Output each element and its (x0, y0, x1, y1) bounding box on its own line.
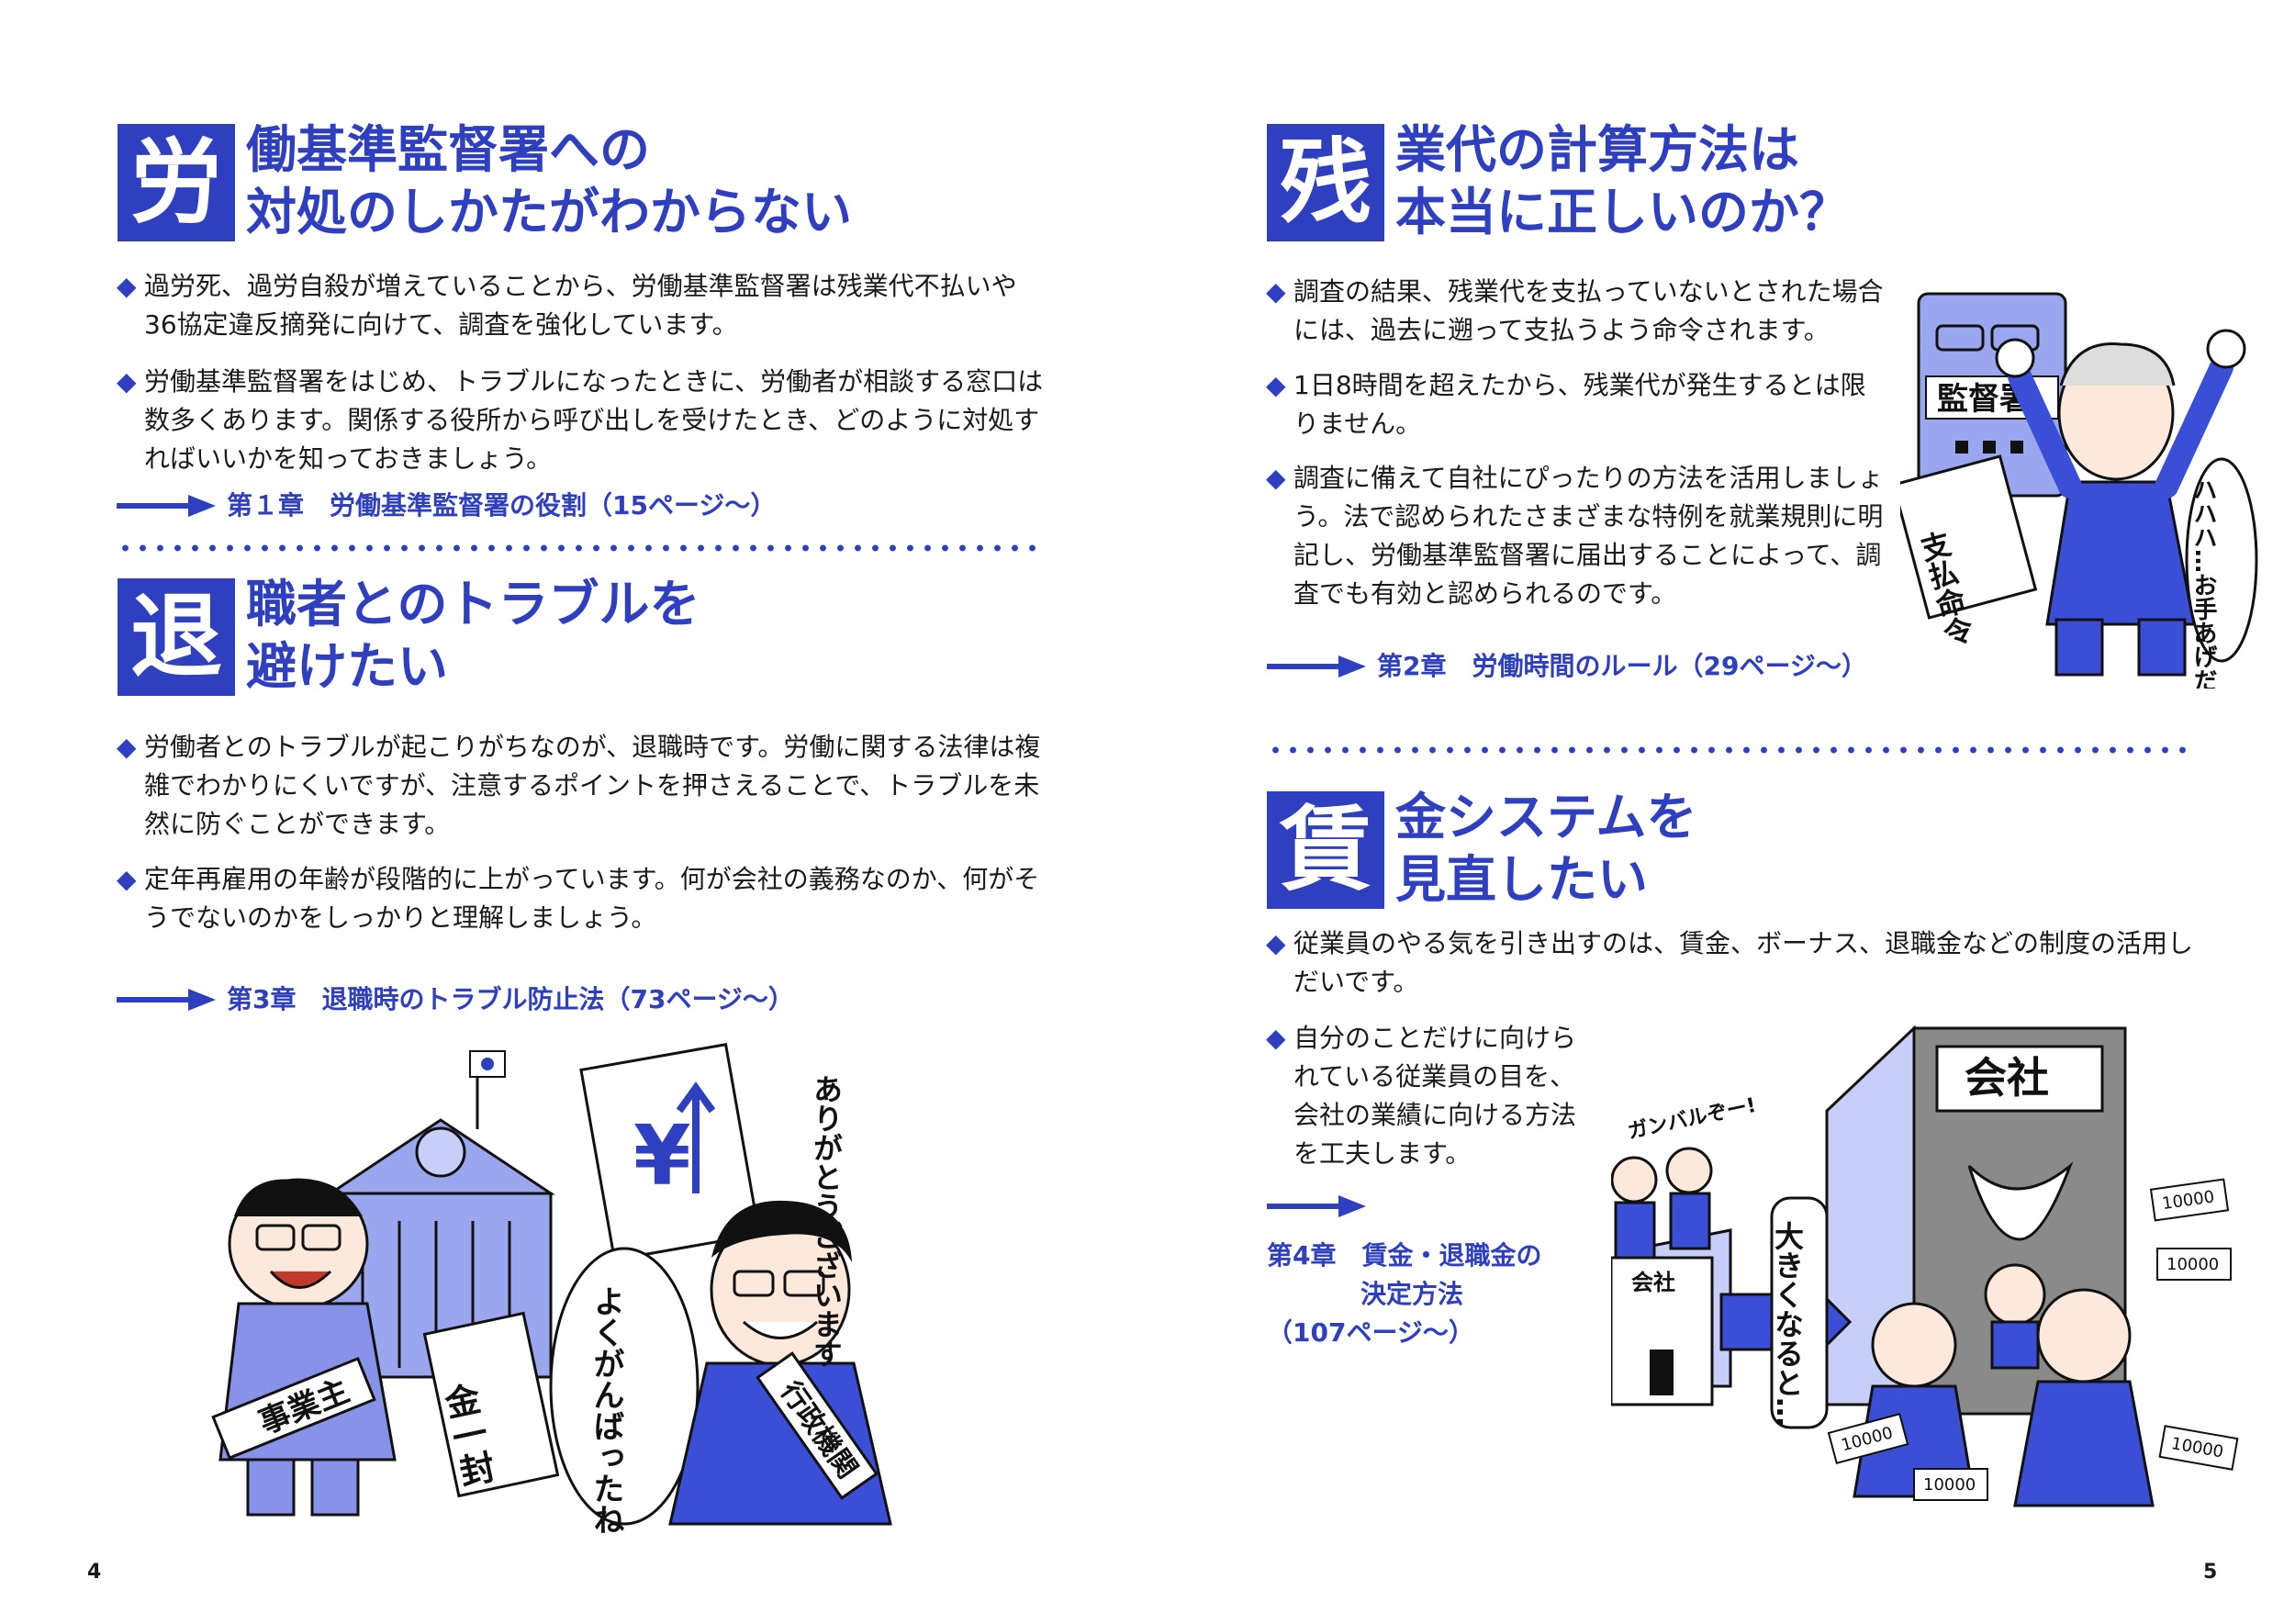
kanji-badge: 賃 (1267, 791, 1384, 909)
svg-text:¥: ¥ (633, 1108, 691, 1204)
diamond-bullet-icon: ◆ (117, 732, 137, 762)
yen-certificate-icon: ¥ (579, 1042, 761, 1262)
banknote-icon: 10000 (2149, 1178, 2230, 1222)
right-arrow-icon (117, 989, 216, 1011)
surrendering-man (1995, 329, 2246, 677)
bullet-item: ◆ 調査の結果、残業代を支払っていないとされた場合には、過去に遡って支払うよう命… (1266, 273, 1890, 350)
section-header-labor-office: 労 働基準監督署への 対処のしかたがわからない (118, 120, 1036, 241)
banknote-icon: 10000 (2158, 1425, 2239, 1471)
diamond-bullet-icon: ◆ (1266, 463, 1286, 493)
bullet-item: ◆ 従業員のやる気を引き出すのは、賃金、ボーナス、退職金などの制度の活用しだいで… (1266, 924, 2202, 1002)
diamond-bullet-icon: ◆ (117, 366, 137, 397)
svg-text:大きくなると…: 大きくなると… (1770, 1221, 1805, 1427)
bullet-item: ◆ 労働者とのトラブルが起こりがちなのが、退職時です。労働に関する法律は複雑でわ… (117, 728, 1044, 844)
bullet-item: ◆ 過労死、過労自殺が増えていることから、労働基準監督署は残業代不払いや36協定… (117, 267, 1044, 344)
diamond-bullet-icon: ◆ (117, 271, 137, 301)
right-arrow-icon (1267, 1195, 1366, 1217)
employer-character: 事業主 (211, 1178, 397, 1517)
diamond-bullet-icon: ◆ (1266, 928, 1286, 958)
kanji-badge: 退 (118, 578, 235, 696)
right-arrow-icon (1267, 655, 1366, 678)
banknote-icon: 10000 (2156, 1248, 2232, 1281)
banknote-icon: 10000 (1913, 1468, 1988, 1501)
bullet-item: ◆ 労働基準監督署をはじめ、トラブルになったときに、労働者が相談する窓口は数多く… (117, 363, 1044, 478)
bullet-item: ◆ 1日8時間を超えたから、残業代が発生するとは限りません。 (1266, 366, 1890, 443)
section-title: 金システムを 見直したい (1395, 788, 1697, 909)
svg-text:よくがんばったね!!: よくがんばったね!! (588, 1285, 624, 1533)
svg-text:10000: 10000 (2166, 1255, 2219, 1274)
bullet-item: ◆ 調査に備えて自社にぴったりの方法を活用しましょう。法で認められたさまざまな特… (1266, 459, 1890, 613)
illustration-employer-award: 事業主 金一封 ¥ よくがんばったね!! (193, 1037, 927, 1533)
dotted-divider (117, 544, 1044, 552)
envelope-icon: 金一封 (422, 1311, 560, 1498)
illustration-audit: 監督署 支払命令 ハハハ…お手あげだ〜 (1900, 257, 2258, 689)
left-page: 労 働基準監督署への 対処のしかたがわからない ◆ 過労死、過労自殺が増えている… (87, 120, 1044, 1584)
right-arrow-icon (117, 495, 216, 517)
section-header-resignation: 退 職者とのトラブルを 避けたい (118, 575, 1036, 696)
diamond-bullet-icon: ◆ (1266, 276, 1286, 307)
bullet-item: ◆ 定年再雇用の年齢が段階的に上がっています。何が会社の義務なのか、何がそうでな… (117, 860, 1044, 937)
chapter-link-2[interactable]: 第2章 労働時間のルール（29ページ〜） (1267, 648, 1909, 685)
section-header-overtime: 残 業代の計算方法は 本当に正しいのか？ (1267, 120, 2185, 241)
illustration-company-growth: 会社 会社 大きくなると… ガンバルぞー! (1611, 1019, 2254, 1533)
dotted-divider (1267, 746, 2194, 754)
section-header-wage-system: 賃 金システムを 見直したい (1267, 788, 2185, 909)
speech-thanks-text: ありがとうございます (809, 1074, 844, 1368)
diamond-bullet-icon: ◆ (1266, 1023, 1286, 1053)
cheer-text: ガンバルぞー! (1626, 1094, 1758, 1144)
section-title: 働基準監督署への 対処のしかたがわからない (246, 120, 853, 241)
right-page: 残 業代の計算方法は 本当に正しいのか？ ◆ 調査の結果、残業代を支払っていない… (1148, 0, 2295, 1624)
banknote-icon: 10000 (1827, 1413, 1909, 1464)
svg-text:会社: 会社 (1631, 1270, 1675, 1295)
page-number: 4 (87, 1561, 102, 1584)
small-company-building-icon: 会社 (1611, 1228, 1732, 1406)
official-character: 行政機関 (668, 1200, 892, 1526)
svg-text:ハハハ…お手あげだ〜: ハハハ…お手あげだ〜 (2189, 477, 2217, 689)
diamond-bullet-icon: ◆ (1266, 370, 1286, 400)
speech-bubble-praise: よくがんばったね!! (549, 1247, 700, 1533)
chapter-link-3[interactable]: 第3章 退職時のトラブル防止法（73ページ〜） (117, 981, 943, 1018)
page-number: 5 (2203, 1561, 2218, 1584)
growth-arrow-icon: 大きくなると… (1719, 1196, 1853, 1429)
chapter-link-1[interactable]: 第１章 労働基準監督署の役割（15ページ〜） (117, 487, 943, 524)
svg-text:10000: 10000 (1923, 1475, 1976, 1495)
chapter-link-4[interactable]: 第4章 賃金・退職金の 決定方法 （107ページ〜） (1267, 1193, 1597, 1359)
speech-bubble-surrender: ハハハ…お手あげだ〜 (2185, 457, 2258, 689)
section-title: 職者とのトラブルを 避けたい (246, 575, 700, 696)
bullet-item: ◆ 自分のことだけに向けられている従業員の目を、会社の業績に向ける方法を工夫しま… (1266, 1019, 1589, 1173)
kanji-badge: 労 (118, 124, 235, 241)
section-title: 業代の計算方法は 本当に正しいのか？ (1395, 120, 1851, 241)
diamond-bullet-icon: ◆ (117, 864, 137, 894)
svg-text:会社: 会社 (1965, 1053, 2049, 1103)
kanji-badge: 残 (1267, 124, 1384, 241)
